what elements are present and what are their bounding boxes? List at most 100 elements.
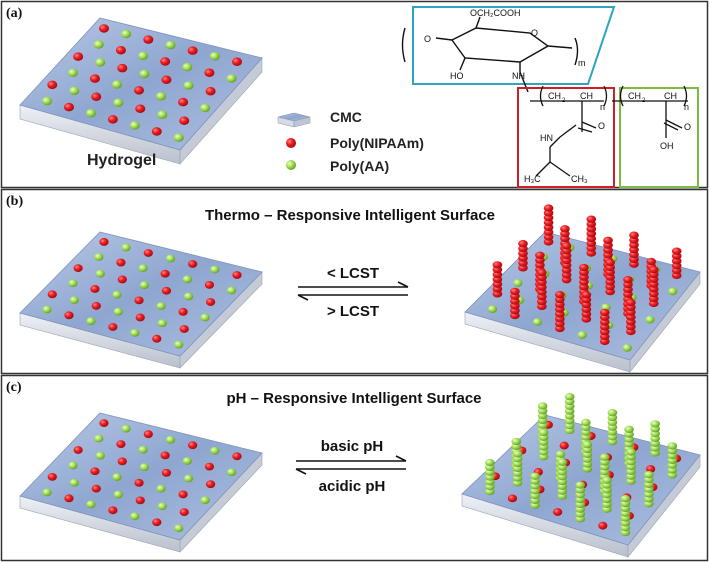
aa-chain-segment — [624, 425, 634, 434]
panel-c-frame — [0, 374, 709, 562]
chem-m: m — [578, 58, 586, 68]
chem-hn: HN — [540, 133, 553, 143]
nipaam-chain — [117, 457, 127, 466]
aa-chain — [112, 473, 122, 481]
aa-chain — [42, 96, 53, 106]
chem-h3c: H₃C — [524, 174, 541, 184]
legend-cmc-symbol — [277, 112, 311, 128]
aa-chain — [532, 318, 542, 326]
aa-chain — [138, 264, 148, 273]
aa-chain — [121, 243, 131, 252]
nipaam-chain — [117, 275, 127, 284]
equilibrium-arrows-c — [295, 455, 407, 475]
aa-chain — [42, 488, 52, 497]
nipaam-chain — [160, 451, 170, 460]
aa-chain — [111, 80, 122, 89]
aa-chain — [139, 281, 149, 289]
surface-c-initial — [19, 412, 263, 553]
nipaam-chain — [73, 446, 83, 454]
nipaam-chain — [108, 506, 118, 515]
nipaam-chain-segment — [560, 225, 570, 233]
aa-chain — [210, 446, 220, 455]
nipaam-chain — [91, 484, 101, 493]
nipaam-chain — [205, 86, 216, 96]
nipaam-chain-segment — [603, 236, 613, 245]
panel-c-letter: (c) — [6, 380, 22, 395]
aa-chain — [156, 92, 167, 101]
aa-chain — [668, 287, 678, 296]
nipaam-chain — [115, 45, 126, 55]
nipaam-chain — [47, 290, 57, 299]
nipaam-chain — [204, 462, 215, 471]
aa-chain — [174, 340, 184, 349]
nipaam-chain — [108, 323, 118, 331]
chem-o-carbonyl: O — [598, 121, 605, 131]
slab-top — [19, 231, 263, 357]
aa-chain — [182, 62, 193, 72]
nipaam-chain-segment — [518, 240, 528, 248]
panel-b-title: Thermo – Responsive Intelligent Surface — [205, 207, 495, 224]
nipaam-chain-segment — [626, 298, 636, 307]
nipaam-chain — [179, 116, 190, 125]
nipaam-chain-segment — [510, 287, 520, 296]
aa-chain — [68, 461, 78, 470]
chem-ch2-right: CH — [628, 91, 641, 101]
chem-ho: HO — [450, 71, 464, 81]
aa-chain — [200, 496, 210, 505]
nipaam-chain — [90, 467, 100, 476]
aa-chain — [226, 286, 237, 295]
aa-chain — [165, 435, 176, 444]
nipaam-chain-segment — [605, 258, 616, 267]
aa-chain — [226, 74, 237, 83]
nipaam-chain — [47, 80, 58, 90]
nipaam-chain — [116, 258, 126, 267]
aa-chain — [210, 265, 220, 274]
surface-b-thermo-response — [464, 204, 701, 373]
aa-chain — [85, 108, 96, 118]
nipaam-chain — [107, 115, 118, 124]
nipaam-chain — [161, 468, 172, 477]
aa-chain — [226, 468, 237, 477]
slab-top — [19, 412, 263, 541]
nipaam-chain — [161, 75, 172, 84]
nipaam-chain — [98, 24, 109, 33]
nipaam-chain — [135, 313, 145, 322]
nipaam-chain — [179, 508, 189, 517]
nipaam-chain-segment — [648, 265, 659, 274]
aa-chain-segment — [564, 392, 575, 401]
slab-top — [461, 414, 701, 546]
chem-n-right: n — [684, 102, 689, 112]
aa-chain — [68, 279, 78, 288]
nipaam-chain-segment — [629, 231, 639, 239]
nipaam-chain — [64, 494, 74, 503]
aa-chain — [69, 296, 79, 305]
aa-chain — [157, 319, 167, 328]
nipaam-chain — [91, 301, 101, 310]
nipaam-chain — [99, 419, 109, 428]
aa-chain-segment — [581, 418, 591, 427]
nipaam-chain-segment — [599, 308, 610, 317]
aa-chain — [513, 279, 523, 287]
nipaam-chain — [143, 430, 153, 439]
aa-chain — [86, 500, 96, 509]
chem-ch3: CH₃ — [571, 174, 588, 184]
legend-cmc-label: CMC — [330, 109, 362, 125]
nipaam-chain-segment — [543, 204, 554, 212]
aa-chain — [174, 524, 184, 533]
aa-chain — [183, 81, 194, 90]
nipaam-chain — [160, 57, 171, 66]
nipaam-chain-segment — [537, 268, 547, 277]
nipaam-chain — [90, 285, 100, 293]
nipaam-chain — [160, 269, 170, 278]
nipaam-chain — [206, 298, 216, 306]
aa-chain — [173, 133, 184, 142]
aa-chain-segment — [537, 402, 548, 410]
aa-chain — [165, 254, 176, 263]
aa-chain — [139, 463, 149, 472]
nipaam-chain-segment — [561, 242, 572, 250]
chem-ch2-right-sub: 2 — [642, 98, 646, 104]
nipaam-chain — [134, 478, 144, 487]
forward-label-b: < LCST — [327, 265, 379, 282]
aa-chain-segment — [644, 471, 654, 479]
nipaam-chain-segment — [671, 247, 682, 255]
